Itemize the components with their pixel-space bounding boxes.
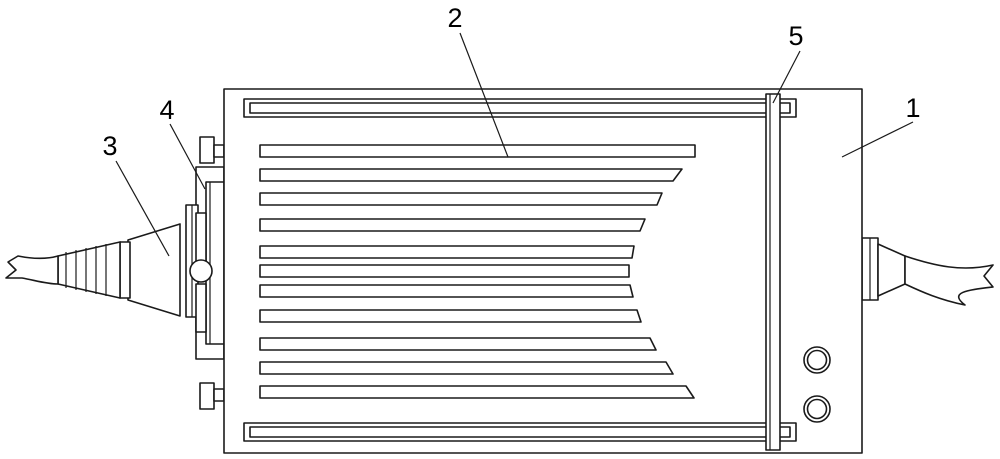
leader-lines [115, 32, 914, 257]
label-5: 5 [788, 21, 803, 51]
output-cable [861, 237, 994, 306]
label-1: 1 [905, 93, 920, 123]
indicator-circle-top [803, 346, 831, 374]
mount-bracket [185, 136, 225, 410]
label-4: 4 [159, 95, 174, 125]
indicator-circle-bottom [803, 395, 831, 423]
reference-numerals: 1 2 3 4 5 [102, 3, 920, 161]
label-3: 3 [102, 131, 117, 161]
heat-fins [259, 144, 696, 399]
main-housing [223, 88, 863, 454]
indicator-lights [803, 346, 831, 423]
clamp-bar [765, 93, 781, 451]
label-2: 2 [447, 3, 462, 33]
input-cable [5, 223, 181, 317]
